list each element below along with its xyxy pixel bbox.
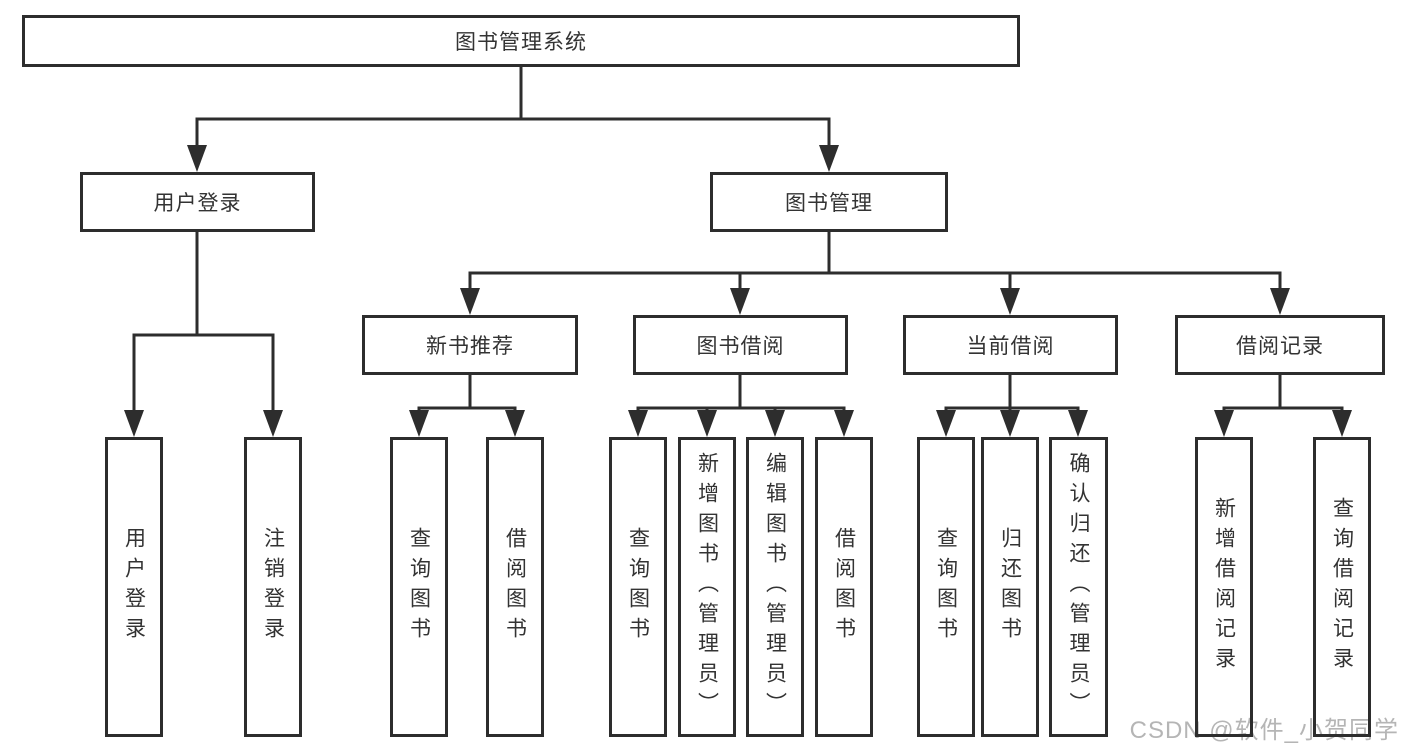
- node-label: 注销登录: [261, 527, 285, 647]
- node-label: 当前借阅: [966, 335, 1055, 358]
- leaf-borrow-books-1: 借阅图书: [486, 437, 544, 737]
- node-label: 查询图书: [407, 527, 431, 647]
- leaf-query-borrow-record: 查询借阅记录: [1313, 437, 1371, 737]
- node-user-login-branch: 用户登录: [80, 172, 315, 232]
- node-label: 确认归还（管理员）: [1067, 452, 1090, 722]
- leaf-logout: 注销登录: [244, 437, 302, 737]
- node-label: 图书借阅: [696, 335, 785, 358]
- node-label: 借阅图书: [832, 527, 856, 647]
- leaf-add-borrow-record: 新增借阅记录: [1195, 437, 1253, 737]
- leaf-add-books-admin: 新增图书（管理员）: [678, 437, 736, 737]
- leaf-borrow-books-2: 借阅图书: [815, 437, 873, 737]
- node-label: 查询图书: [626, 527, 650, 647]
- node-borrow-records: 借阅记录: [1175, 315, 1385, 375]
- leaf-query-books-2: 查询图书: [609, 437, 667, 737]
- leaf-confirm-return-admin: 确认归还（管理员）: [1049, 437, 1108, 737]
- node-label: 用户登录: [122, 527, 146, 647]
- node-label: 用户登录: [153, 192, 242, 215]
- node-root: 图书管理系统: [22, 15, 1020, 67]
- leaf-edit-books-admin: 编辑图书（管理员）: [746, 437, 804, 737]
- watermark: CSDN @软件_小贺同学: [1129, 717, 1399, 744]
- node-label: 图书管理系统: [455, 31, 587, 54]
- node-label: 归还图书: [998, 527, 1022, 647]
- node-label: 查询借阅记录: [1330, 497, 1354, 677]
- node-label: 新增图书（管理员）: [695, 452, 719, 722]
- node-label: 新增借阅记录: [1212, 497, 1236, 677]
- leaf-return-books: 归还图书: [981, 437, 1039, 737]
- leaf-query-books-1: 查询图书: [390, 437, 448, 737]
- leaf-user-login: 用户登录: [105, 437, 163, 737]
- leaf-query-books-3: 查询图书: [917, 437, 975, 737]
- node-label: 新书推荐: [426, 335, 514, 358]
- node-book-borrow: 图书借阅: [633, 315, 848, 375]
- node-label: 查询图书: [934, 527, 958, 647]
- node-new-book-recommend: 新书推荐: [362, 315, 578, 375]
- node-label: 借阅记录: [1236, 335, 1324, 358]
- node-book-management-branch: 图书管理: [710, 172, 948, 232]
- node-label: 图书管理: [785, 192, 873, 215]
- node-current-borrow: 当前借阅: [903, 315, 1118, 375]
- node-label: 借阅图书: [503, 527, 527, 647]
- arrowheads: [124, 145, 1352, 437]
- node-label: 编辑图书（管理员）: [763, 452, 787, 722]
